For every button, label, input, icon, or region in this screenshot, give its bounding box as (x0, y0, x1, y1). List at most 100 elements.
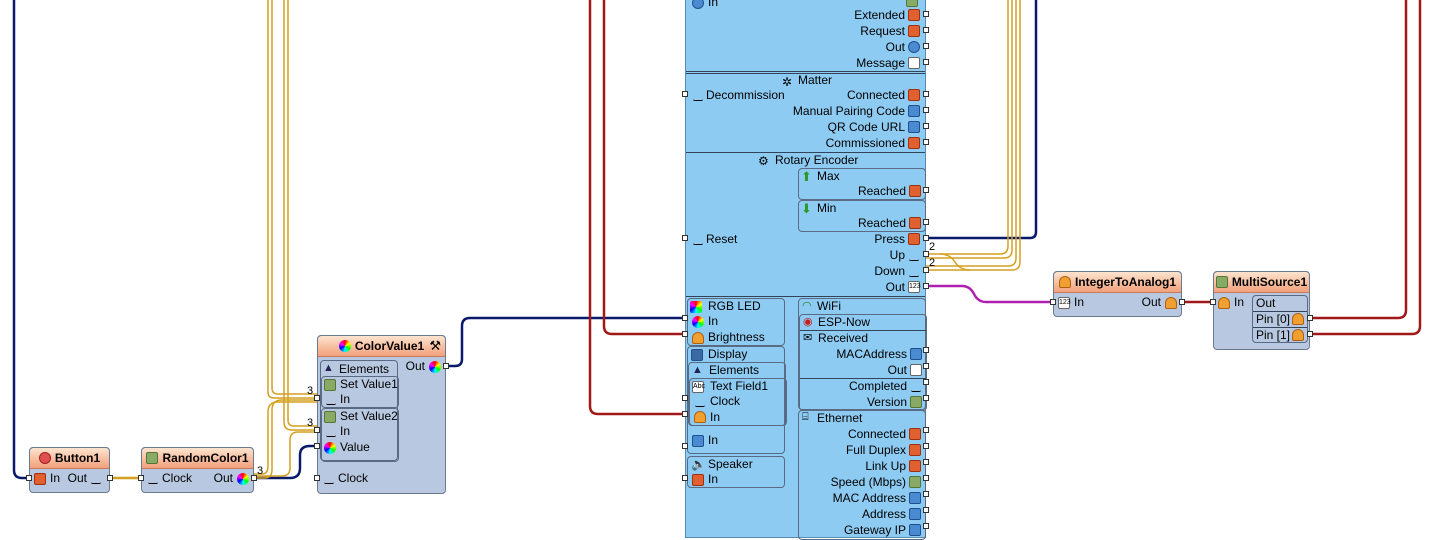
link-up-pin[interactable] (923, 459, 929, 465)
text-field-icon: Abc (692, 381, 705, 393)
multisource1-in-pin[interactable] (1210, 299, 1216, 305)
binary-icon (910, 364, 922, 376)
analog-icon (692, 332, 704, 344)
button1-in-label: In (50, 471, 61, 485)
pin1-label: Pin [1] (1256, 328, 1291, 342)
wire-colorvalue-to-rgb (446, 316, 686, 368)
text-field1-label: Text Field1 (710, 379, 769, 393)
gateway-ip-pin[interactable] (923, 523, 929, 529)
completed-pin[interactable] (923, 379, 929, 385)
up-label: Up (889, 248, 905, 262)
set-value-icon (324, 411, 336, 423)
rgb-in-pin[interactable] (682, 315, 688, 321)
display-bottom-in-label: In (708, 433, 719, 447)
min-reached-pin[interactable] (923, 219, 929, 225)
display-clock-pin[interactable] (682, 395, 688, 401)
wire-layer (12, 0, 1422, 480)
up-pin[interactable] (923, 251, 929, 257)
commissioned-pin[interactable] (923, 139, 929, 145)
boolean-icon (908, 233, 920, 245)
button1-component[interactable]: Button1 In Out (29, 447, 110, 493)
boolean-icon (909, 460, 921, 472)
analog-icon (1292, 329, 1304, 341)
random-icon (146, 452, 159, 464)
set-value1-in-pin[interactable] (314, 395, 320, 401)
value-pin[interactable] (314, 443, 320, 449)
set-value1-group: Set Value1 In (321, 376, 399, 408)
set-value2-in-pin[interactable] (314, 427, 320, 433)
boolean-icon (909, 185, 921, 197)
integertoanalog1-title: IntegerToAnalog1 (1054, 272, 1181, 293)
main-board-component[interactable]: In Extended Request Out Message ✲ Matter… (685, 0, 927, 540)
wifi-out-pin[interactable] (923, 363, 929, 369)
mac-address-pin[interactable] (923, 491, 929, 497)
matter-title: Matter (798, 73, 833, 87)
display-icon (691, 349, 703, 361)
version-pin[interactable] (923, 395, 929, 401)
full-duplex-pin[interactable] (923, 443, 929, 449)
request-pin[interactable] (923, 27, 929, 33)
message-label: Message (856, 56, 905, 70)
text-icon (908, 121, 920, 133)
address-pin[interactable] (923, 507, 929, 513)
message-pin[interactable] (923, 59, 929, 65)
rotary-encoder-title: Rotary Encoder (775, 153, 859, 167)
received-label: Received (818, 331, 869, 345)
display-bottom-in-pin[interactable] (682, 443, 688, 449)
qr-code-url-pin[interactable] (923, 123, 929, 129)
macaddress-label: MACAddress (836, 347, 907, 361)
clock-icon (693, 233, 703, 245)
wifi-out-label: Out (887, 363, 907, 377)
converter-icon (1058, 276, 1071, 288)
pin0-pin[interactable] (1307, 315, 1313, 321)
rotary-encoder-icon: ⚙ (758, 154, 769, 168)
integertoanalog1-in-pin[interactable] (1050, 299, 1056, 305)
speaker-in-pin[interactable] (682, 475, 688, 481)
multisource1-component[interactable]: MultiSource1 In Out Pin [0] Pin [1] (1213, 271, 1310, 350)
button1-in-pin[interactable] (26, 475, 32, 481)
press-pin[interactable] (923, 235, 929, 241)
text-icon (692, 435, 704, 447)
colorvalue1-clock-pin[interactable] (314, 475, 320, 481)
randomcolor1-clock-pin[interactable] (138, 475, 144, 481)
manual-pairing-code-pin[interactable] (923, 107, 929, 113)
display-in-pin[interactable] (682, 411, 688, 417)
multisource1-title: MultiSource1 (1214, 272, 1309, 293)
clock-icon (695, 395, 705, 407)
multisource1-out-group: Out Pin [0] Pin [1] (1252, 295, 1308, 343)
colorvalue1-component[interactable]: ColorValue1 ⚒ ▲ Elements Set Value1 In S… (317, 335, 446, 494)
out-pin[interactable] (923, 43, 929, 49)
down-pin[interactable] (923, 267, 929, 273)
rotary-out-pin[interactable] (923, 283, 929, 289)
max-reached-pin[interactable] (923, 187, 929, 193)
text-icon (909, 492, 921, 504)
arrow-up-icon: ⬆ (801, 169, 812, 184)
integertoanalog1-out-pin[interactable] (1179, 299, 1185, 305)
ethernet-group: ⌸ Ethernet Connected Full Duplex Link Up… (798, 410, 926, 540)
clock-icon (693, 89, 703, 101)
randomcolor1-out-pin[interactable] (251, 475, 257, 481)
button1-title: Button1 (30, 448, 109, 469)
reset-pin[interactable] (682, 235, 688, 241)
boolean-icon (908, 9, 920, 21)
macaddress-pin[interactable] (923, 347, 929, 353)
button1-out-pin[interactable] (107, 475, 113, 481)
integertoanalog1-component[interactable]: IntegerToAnalog1 123 In Out (1053, 271, 1182, 317)
wire-brightness (602, 0, 686, 336)
decommission-pin[interactable] (682, 91, 688, 97)
ethernet-connected-pin[interactable] (923, 427, 929, 433)
clock-icon (909, 265, 919, 277)
tools-icon[interactable]: ⚒ (429, 338, 441, 353)
brightness-pin[interactable] (682, 331, 688, 337)
speaker-icon: 🔈 (691, 457, 706, 471)
randomcolor1-component[interactable]: RandomColor1 Clock Out (141, 447, 254, 493)
colorvalue1-out-pin[interactable] (443, 363, 449, 369)
boolean-icon (908, 25, 920, 37)
speed-pin[interactable] (923, 475, 929, 481)
integertoanalog1-out-label: Out (1141, 295, 1161, 309)
extended-pin[interactable] (923, 11, 929, 17)
wire-pin0 (1310, 0, 1408, 320)
text-icon (909, 524, 921, 536)
pin1-pin[interactable] (1307, 331, 1313, 337)
matter-connected-pin[interactable] (923, 91, 929, 97)
